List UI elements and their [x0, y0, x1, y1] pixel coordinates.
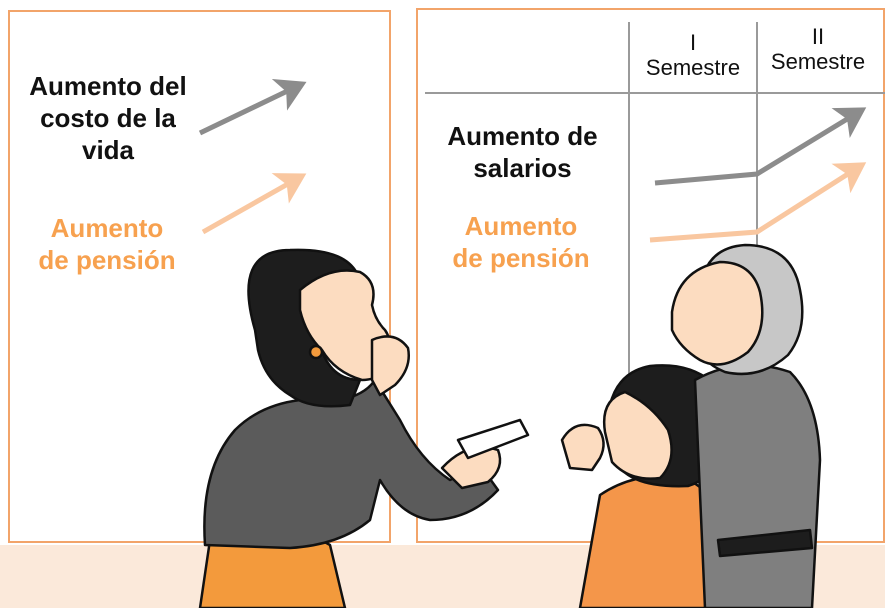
col1-header: I Semestre [633, 30, 753, 80]
col2-word: Semestre [770, 49, 866, 74]
col1-word: Semestre [645, 55, 741, 80]
col2-header: II Semestre [765, 24, 871, 74]
right-pension-label: Aumento de pensión [452, 211, 590, 273]
col1-number: I [689, 30, 697, 55]
old-man-figure [670, 243, 822, 608]
table-grid [425, 22, 885, 400]
cost-arrow [198, 79, 307, 136]
col2-number: II [811, 24, 825, 49]
pension-trend-arrow [649, 162, 867, 243]
pension-arrow [201, 173, 307, 235]
salary-trend-arrow [654, 107, 867, 186]
salary-label: Aumento de salarios [447, 121, 598, 183]
left-pension-label: Aumento de pensión [38, 213, 176, 275]
woman-figure [198, 248, 530, 608]
cost-of-living-label: Aumento del costo de la vida [29, 71, 187, 165]
